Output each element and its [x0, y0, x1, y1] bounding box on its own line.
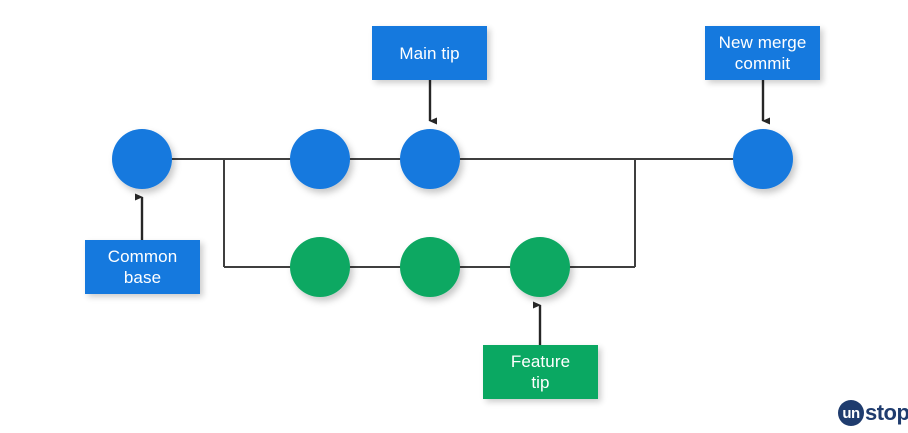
label-new-merge-commit[interactable]: New merge commit — [705, 26, 820, 80]
feature-branch-commits — [290, 237, 570, 297]
label-common-base[interactable]: Common base — [85, 240, 200, 294]
unstop-logo-badge-icon: un — [838, 400, 864, 426]
unstop-logo-wordmark: stop — [865, 400, 908, 425]
label-common-base-text: Common base — [107, 247, 178, 287]
main-branch-commits — [112, 129, 793, 189]
commit-node-f1[interactable] — [290, 237, 350, 297]
callout-arrows — [135, 80, 770, 345]
commit-node-merge[interactable] — [733, 129, 793, 189]
commit-node-m1[interactable] — [290, 129, 350, 189]
label-main-tip[interactable]: Main tip — [372, 26, 487, 80]
commit-node-f2[interactable] — [400, 237, 460, 297]
label-main-tip-text: Main tip — [399, 43, 460, 63]
label-feature-tip-text: Feature tip — [510, 352, 571, 392]
commit-node-base[interactable] — [112, 129, 172, 189]
commit-node-m2[interactable] — [400, 129, 460, 189]
label-feature-tip[interactable]: Feature tip — [483, 345, 598, 399]
unstop-logo-watermark: un stop — [838, 400, 908, 426]
label-new-merge-commit-text: New merge commit — [718, 33, 807, 73]
commit-node-f3[interactable] — [510, 237, 570, 297]
